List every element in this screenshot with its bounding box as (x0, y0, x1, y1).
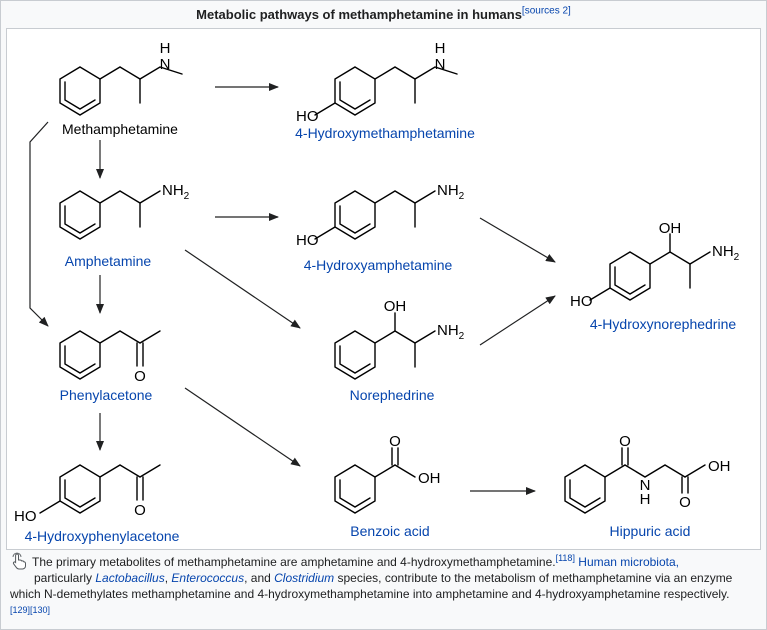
caption-line-1: The primary metabolites of methamphetami… (10, 552, 758, 570)
citation-118[interactable]: [118] (555, 553, 575, 563)
atom-HO: HO (570, 293, 593, 310)
atom-H: H (640, 491, 651, 508)
atom-H: H (160, 40, 171, 57)
label-hydroxyphenylacetone[interactable]: 4-Hydroxyphenylacetone (25, 528, 180, 544)
atom-O: O (134, 502, 146, 519)
label-hippuric-acid[interactable]: Hippuric acid (610, 523, 691, 539)
atom-NH2: NH2 (437, 182, 465, 202)
label-hydroxynorephedrine[interactable]: 4-Hydroxynorephedrine (590, 316, 737, 332)
label-methamphetamine: Methamphetamine (62, 121, 178, 137)
label-amphetamine[interactable]: Amphetamine (65, 253, 152, 269)
label-phenylacetone[interactable]: Phenylacetone (60, 387, 153, 403)
atom-OH: OH (418, 470, 441, 487)
label-norephedrine[interactable]: Norephedrine (350, 387, 435, 403)
arrow-norephedrine-to-hydroxynorephedrine (479, 295, 556, 346)
label-hydroxymethamphetamine[interactable]: 4-Hydroxymethamphetamine (295, 125, 475, 141)
atom-NH2: NH2 (437, 322, 465, 342)
atom-HO: HO (296, 232, 319, 249)
hydroxyamphetamine-structure (314, 190, 436, 240)
label-hydroxyamphetamine[interactable]: 4-Hydroxyamphetamine (304, 257, 453, 273)
atom-OH: OH (708, 458, 731, 475)
atom-O: O (389, 433, 401, 450)
norephedrine-structure (334, 312, 436, 380)
arrow-phenylacetone-to-benzoic-acid (184, 387, 301, 467)
link-enterococcus[interactable]: Enterococcus (171, 571, 245, 585)
atom-OH: OH (384, 298, 407, 315)
atom-H: H (435, 40, 446, 57)
atom-N: N (435, 56, 446, 73)
atom-N: N (640, 477, 651, 494)
figure-caption: The primary metabolites of methamphetami… (10, 552, 758, 618)
atom-NH2: NH2 (162, 182, 190, 202)
sources-link[interactable]: [sources 2] (521, 5, 571, 17)
hand-pointer-icon (10, 552, 28, 570)
atom-NH2: NH2 (712, 243, 740, 263)
diagram-panel (6, 28, 761, 550)
amphetamine-structure (59, 190, 161, 240)
figure-title: Metabolic pathways of methamphetamine in… (196, 5, 571, 22)
citations-129-130[interactable]: [129][130] (10, 605, 51, 615)
caption-line-2: particularly Lactobacillus, Enterococcus… (34, 571, 733, 585)
arrow-hydroxyamphetamine-to-hydroxynorephedrine (479, 217, 556, 263)
arrow-methamphetamine-to-phenylacetone (29, 121, 49, 327)
atom-O: O (619, 433, 631, 450)
atom-HO: HO (296, 108, 319, 125)
atom-O: O (679, 494, 691, 511)
atom-HO: HO (14, 508, 37, 525)
link-clostridium[interactable]: Clostridium (274, 571, 335, 585)
hydroxymethamphetamine-structure (314, 66, 458, 116)
hippuric-acid-structure (564, 447, 706, 514)
phenylacetone-structure (59, 330, 161, 380)
caption-line-3: which N-demethylates methamphetamine and… (10, 587, 730, 601)
methamphetamine-structure (59, 66, 183, 116)
label-benzoic-acid[interactable]: Benzoic acid (350, 523, 429, 539)
hydroxyphenylacetone-structure (39, 464, 161, 514)
link-human-microbiota[interactable]: Human microbiota, (574, 555, 679, 569)
arrow-amphetamine-to-norephedrine (184, 249, 301, 329)
benzoic-acid-structure (334, 447, 416, 514)
hydroxynorephedrine-structure (589, 233, 711, 301)
atom-O: O (134, 368, 146, 385)
atom-OH: OH (659, 220, 682, 237)
atom-N: N (160, 56, 171, 73)
link-lactobacillus[interactable]: Lactobacillus (95, 571, 165, 585)
